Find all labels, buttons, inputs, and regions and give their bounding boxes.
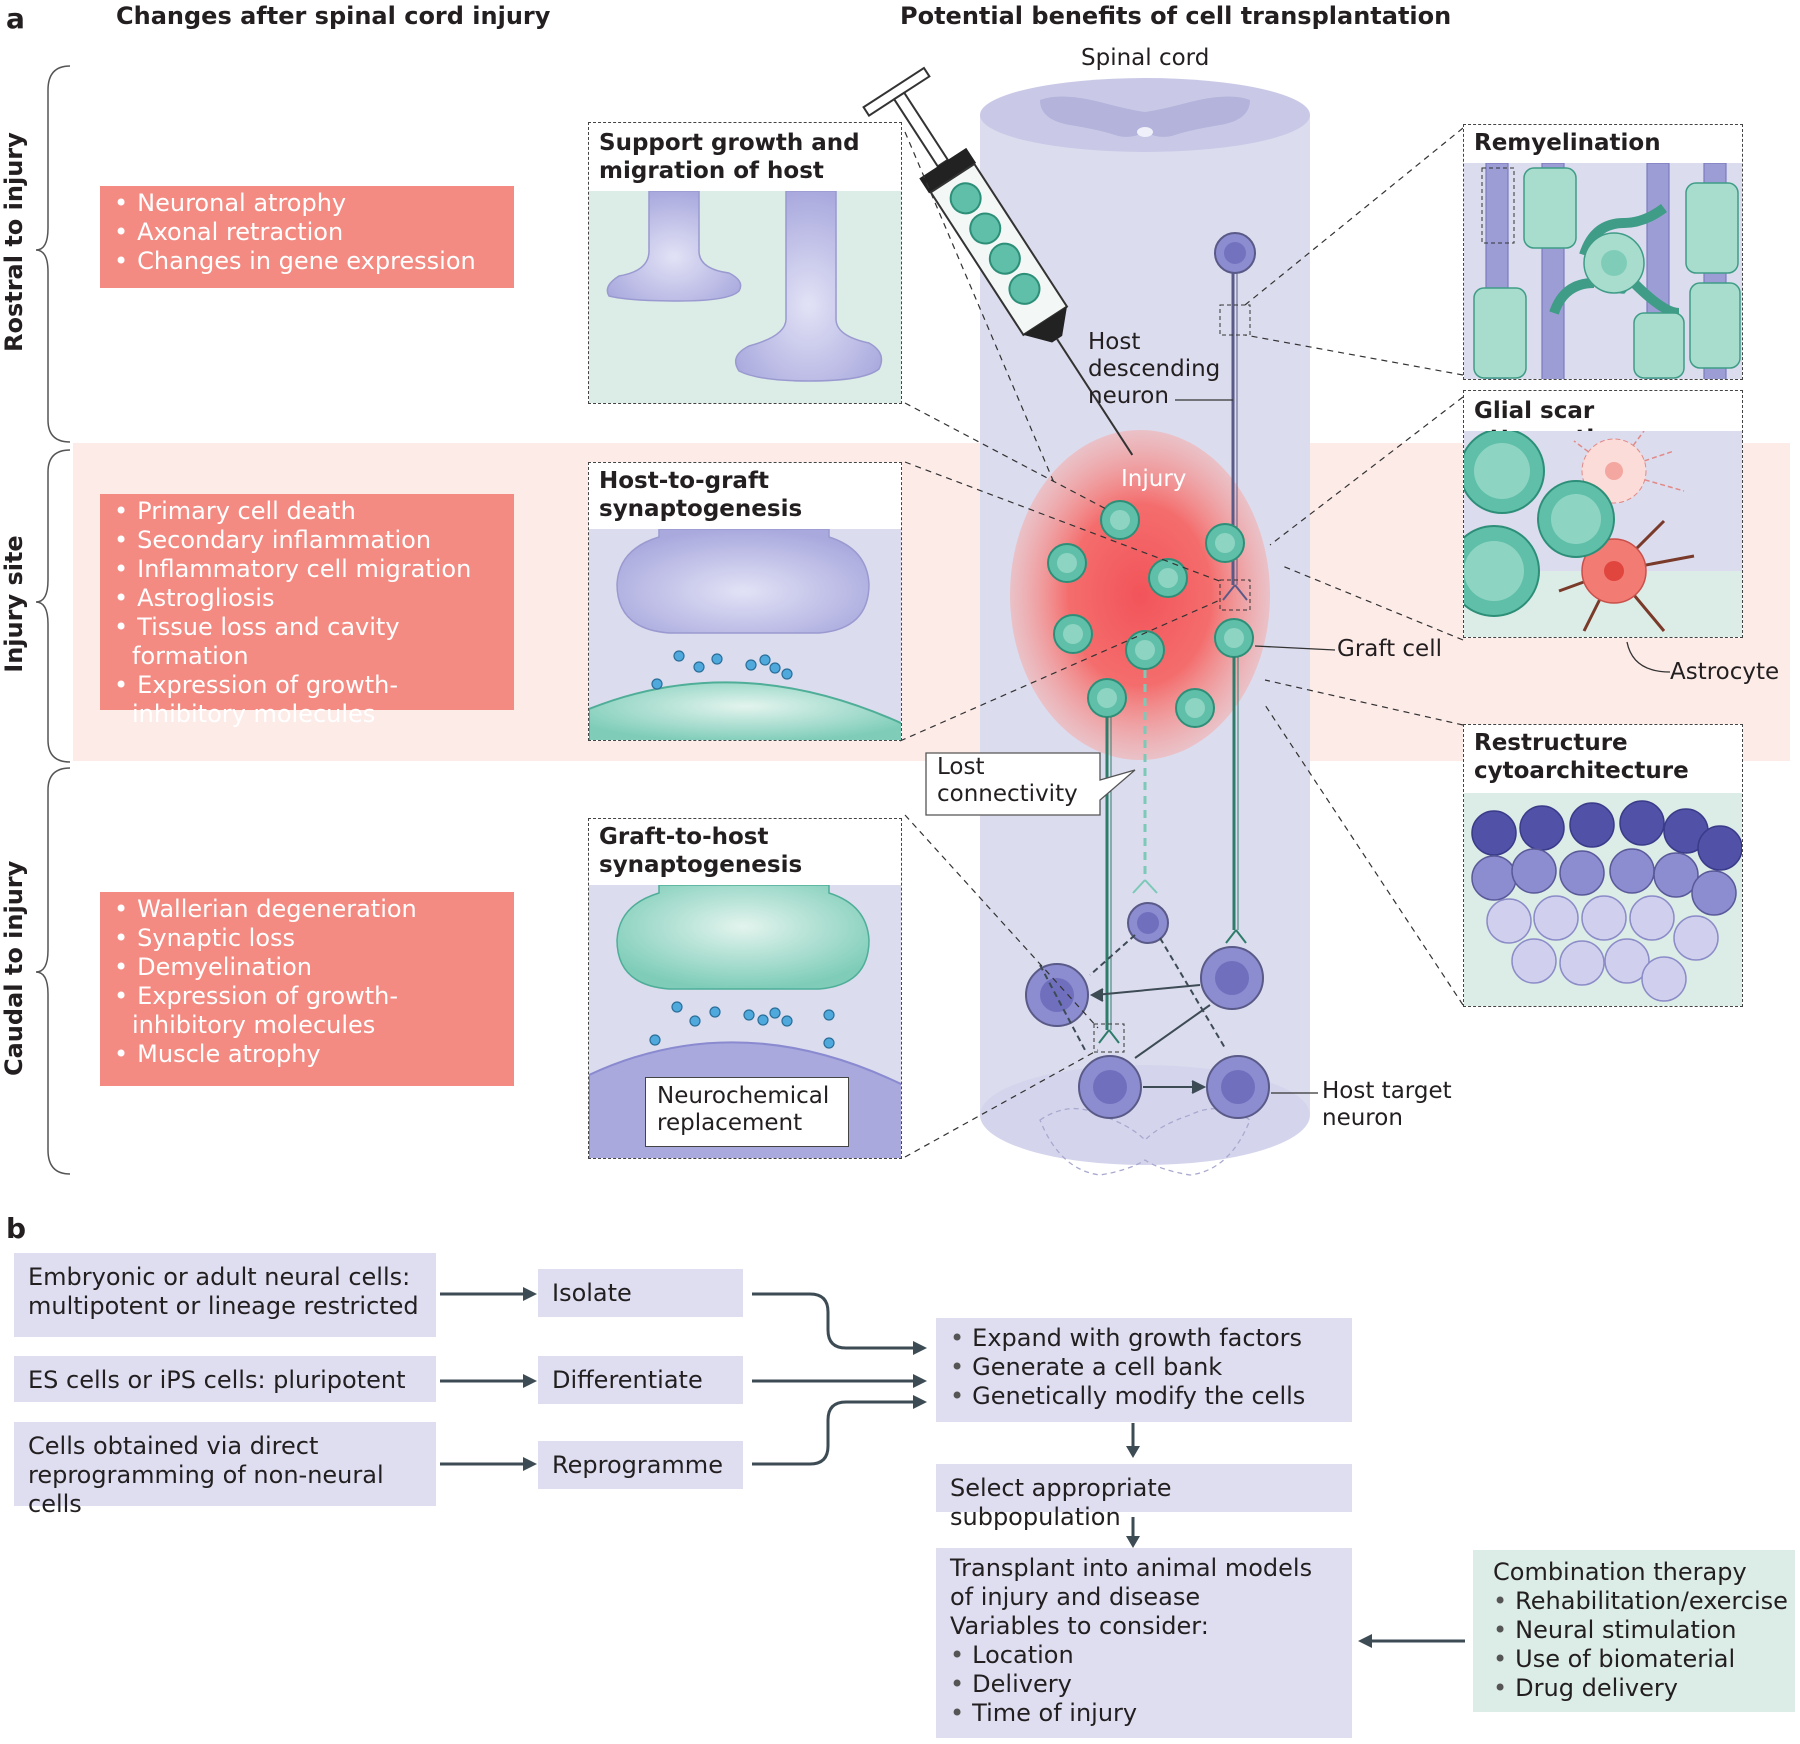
select-subpopulation-box: Select appropriate subpopulation	[936, 1464, 1352, 1531]
host-descending-neuron-label: Host descending neuron	[1088, 329, 1221, 409]
row-label-rostral: Rostral to injury	[0, 132, 28, 352]
caudal-item: Wallerian degeneration	[114, 895, 500, 924]
astrocyte-label: Astrocyte	[1670, 659, 1780, 685]
rostral-changes-box: Neuronal atrophy Axonal retraction Chang…	[100, 186, 514, 288]
panel-b-letter: b	[6, 1212, 27, 1245]
injury-item: Expression of growth-inhibitory molecule…	[114, 671, 500, 729]
inset-title: Remyelination	[1474, 130, 1661, 156]
combination-item: Rehabilitation/exercise	[1493, 1587, 1788, 1616]
injury-item: Tissue loss and cavity formation	[114, 613, 500, 671]
injury-item: Astrogliosis	[114, 584, 500, 613]
panel-b-arrows	[440, 1287, 1465, 1648]
combination-item: Use of biomaterial	[1493, 1645, 1775, 1674]
caudal-changes-box: Wallerian degeneration Synaptic loss Dem…	[100, 892, 514, 1086]
variable-item: Time of injury	[950, 1699, 1338, 1728]
variable-item: Delivery	[950, 1670, 1338, 1699]
right-column-heading: Potential benefits of cell transplantati…	[900, 2, 1452, 30]
combination-therapy-box: Combination therapy Rehabilitation/exerc…	[1473, 1550, 1795, 1712]
injury-region	[1010, 430, 1270, 760]
inset-support-growth: Support growth and migration of host axo…	[588, 122, 902, 404]
injury-item: Secondary inflammation	[114, 526, 500, 555]
variable-item: Location	[950, 1641, 1338, 1670]
injury-item: Primary cell death	[114, 497, 500, 526]
source-es-ips-cells: ES cells or iPS cells: pluripotent	[14, 1356, 436, 1402]
variables-heading: Variables to consider:	[950, 1612, 1209, 1640]
astrocyte-leader-line	[1626, 641, 1671, 673]
neurochemical-replacement-callout	[645, 1077, 849, 1147]
transplant-text: Transplant into animal models of injury …	[950, 1554, 1313, 1611]
step-reprogramme: Reprogramme	[538, 1441, 743, 1489]
left-column-heading: Changes after spinal cord injury	[116, 2, 551, 30]
caudal-item: Synaptic loss	[114, 924, 500, 953]
expand-box: Expand with growth factors Generate a ce…	[936, 1318, 1352, 1422]
source-text: Cells obtained via direct reprogramming …	[28, 1432, 384, 1518]
transplant-box: Transplant into animal models of injury …	[936, 1548, 1352, 1738]
caudal-item: Demyelination	[114, 953, 500, 982]
combination-heading: Combination therapy	[1493, 1558, 1747, 1586]
expand-item: Expand with growth factors	[950, 1324, 1338, 1353]
neurochemical-replacement-label: Neurochemical replacement	[657, 1083, 830, 1136]
step-text: Isolate	[552, 1279, 632, 1307]
step-isolate: Isolate	[538, 1269, 743, 1317]
inset-graft-to-host: Graft-to-host synaptogenesis Neurochemic…	[588, 818, 902, 1159]
inset-host-to-graft: Host-to-graft synaptogenesis	[588, 462, 902, 741]
lost-connectivity-callout	[925, 752, 1136, 816]
inset-glial-scar: Glial scar attenuation	[1463, 390, 1743, 638]
graft-cell-label: Graft cell	[1337, 636, 1442, 662]
expand-item: Generate a cell bank	[950, 1353, 1338, 1382]
inset-title: Host-to-graft synaptogenesis	[599, 468, 803, 522]
combination-item: Neural stimulation	[1493, 1616, 1775, 1645]
inset-restructure: Restructure cytoarchitecture	[1463, 724, 1743, 1007]
source-text: Embryonic or adult neural cells: multipo…	[28, 1263, 419, 1320]
spinal-cord-label: Spinal cord	[1081, 45, 1210, 71]
row-braces	[35, 65, 71, 1175]
injury-label: Injury	[1121, 466, 1187, 492]
rostral-item: Changes in gene expression	[114, 247, 500, 276]
injury-site-changes-box: Primary cell death Secondary inflammatio…	[100, 494, 514, 728]
panel-a-letter: a	[6, 2, 25, 35]
inset-remyelination: Remyelination	[1463, 124, 1743, 380]
step-differentiate: Differentiate	[538, 1356, 743, 1404]
step-text: Differentiate	[552, 1366, 703, 1394]
inset-title: Graft-to-host synaptogenesis	[599, 824, 803, 878]
syringe	[862, 66, 1134, 456]
combination-item: Drug delivery	[1493, 1674, 1775, 1703]
row-label-injury-site: Injury site	[0, 535, 28, 673]
expand-item: Genetically modify the cells	[950, 1382, 1338, 1411]
caudal-item: Expression of growth-inhibitory molecule…	[114, 982, 500, 1040]
step-text: Reprogramme	[552, 1451, 723, 1479]
connection-arrows	[1039, 934, 1226, 1094]
rostral-item: Neuronal atrophy	[114, 189, 500, 218]
inset-connector-lines	[899, 127, 1464, 1158]
source-reprogrammed-cells: Cells obtained via direct reprogramming …	[14, 1422, 436, 1518]
row-label-caudal: Caudal to injury	[0, 860, 28, 1076]
select-text: Select appropriate subpopulation	[950, 1474, 1172, 1531]
rostral-item: Axonal retraction	[114, 218, 500, 247]
injury-item: Inflammatory cell migration	[114, 555, 500, 584]
graft-axons	[1093, 657, 1247, 1053]
lost-connectivity-label: Lost connectivity	[937, 754, 1078, 807]
inset-title: Restructure cytoarchitecture	[1474, 730, 1689, 784]
source-neural-cells: Embryonic or adult neural cells: multipo…	[14, 1253, 436, 1337]
caudal-item: Muscle atrophy	[114, 1040, 500, 1069]
source-text: ES cells or iPS cells: pluripotent	[28, 1366, 406, 1394]
host-target-neuron-label: Host target neuron	[1322, 1078, 1452, 1131]
